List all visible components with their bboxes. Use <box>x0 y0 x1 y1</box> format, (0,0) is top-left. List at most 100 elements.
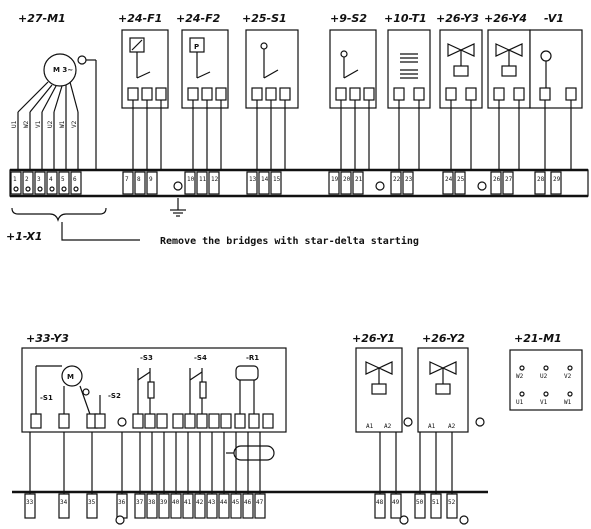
svg-text:A2: A2 <box>448 423 456 430</box>
terminal-number: 38 <box>148 499 156 506</box>
unit-terminal-cell <box>208 413 220 429</box>
svg-text:V2: V2 <box>564 373 572 380</box>
terminal-cell <box>430 493 442 519</box>
valve-26-y1: +26-Y1 A1 A2 <box>352 332 403 433</box>
unit-terminal-cell <box>184 413 196 429</box>
terminal-cell <box>442 171 454 195</box>
terminal-cell <box>208 171 220 195</box>
terminal-number: 43 <box>208 499 216 506</box>
device-26-y3: +26-Y3 <box>436 12 483 170</box>
terminal-number: 33 <box>26 499 34 506</box>
terminal-number: 22 <box>393 176 401 183</box>
svg-text:V1: V1 <box>35 120 42 128</box>
svg-text:U1: U1 <box>516 399 524 406</box>
terminal-cell <box>170 493 182 519</box>
unit-terminal-cell <box>262 413 274 429</box>
motor-label: +27-M1 <box>18 12 66 25</box>
motor-symbol: M 3~ <box>43 53 97 170</box>
terminal-cell <box>270 171 282 195</box>
strip-ground-icon <box>375 181 385 191</box>
svg-text:V2: V2 <box>71 120 78 128</box>
terminal-cell <box>58 171 70 195</box>
label-s1: -S1 <box>40 394 53 402</box>
terminal-cell <box>242 493 254 519</box>
terminal-number: 39 <box>160 499 168 506</box>
terminal-cell <box>182 493 194 519</box>
svg-text:+24-F1: +24-F1 <box>118 12 162 25</box>
terminal-number: 52 <box>448 499 456 506</box>
valve-y1-ground-icon <box>403 417 413 427</box>
terminal-cell <box>550 171 562 195</box>
terminal-number: 13 <box>249 176 257 183</box>
terminal-cell <box>34 171 46 195</box>
svg-text:+25-S1: +25-S1 <box>242 12 287 25</box>
unit-terminal-cell <box>132 413 144 429</box>
unit-terminal-cell <box>220 413 232 429</box>
terminal-number: 41 <box>184 499 192 506</box>
svg-text:+26-Y3: +26-Y3 <box>436 12 479 25</box>
terminal-number: 42 <box>196 499 204 506</box>
svg-text:W2: W2 <box>23 120 30 128</box>
terminal-cell <box>10 171 22 195</box>
device-26-y4: +26-Y4 <box>484 12 531 170</box>
terminal-number: 5 <box>61 176 65 183</box>
strip-ground-icon <box>173 181 183 191</box>
terminal-number: 1 <box>13 176 17 183</box>
svg-text:+21-M1: +21-M1 <box>514 332 562 345</box>
terminal-cell <box>146 171 158 195</box>
terminal-cell <box>352 171 364 195</box>
terminal-cell <box>158 493 170 519</box>
svg-text:-S4: -S4 <box>194 354 207 362</box>
svg-text:-S3: -S3 <box>140 354 153 362</box>
terminal-cell <box>134 493 146 519</box>
bridge-dot <box>73 186 79 192</box>
terminal-number: 23 <box>405 176 413 183</box>
unit-terminal-cell <box>58 413 70 429</box>
terminal-number: 12 <box>211 176 219 183</box>
terminal-number: 45 <box>232 499 240 506</box>
unit-terminal-cell <box>156 413 168 429</box>
device-10-t1: +10-T1 <box>384 12 431 170</box>
resistor-r1: -R1 <box>226 354 275 461</box>
terminal-cell <box>328 171 340 195</box>
terminal-cell <box>194 493 206 519</box>
svg-text:+26-Y1: +26-Y1 <box>352 332 395 345</box>
svg-text:V1: V1 <box>540 399 548 406</box>
strip-label: +1-X1 <box>6 230 42 243</box>
device-v1: -V1 <box>529 12 583 170</box>
terminal-cell <box>454 171 466 195</box>
terminal-cell <box>502 171 514 195</box>
terminal-number: 4 <box>49 176 53 183</box>
bridge-dot <box>37 186 43 192</box>
terminal-number: 6 <box>73 176 77 183</box>
terminal-number: 36 <box>118 499 126 506</box>
terminal-number: 51 <box>432 499 440 506</box>
bridge-note: Remove the bridges with star-delta start… <box>160 235 419 247</box>
terminal-cell <box>196 171 208 195</box>
ground-symbol <box>170 198 186 217</box>
terminal-cell <box>206 493 218 519</box>
svg-text:W1: W1 <box>59 120 66 128</box>
unit-terminal-cell <box>30 413 42 429</box>
label-s2: -S2 <box>108 392 121 400</box>
svg-text:+26-Y2: +26-Y2 <box>422 332 465 345</box>
note-leader <box>61 222 140 241</box>
unit-label: +33-Y3 <box>26 332 69 345</box>
terminal-number: 24 <box>445 176 453 183</box>
motor-wires <box>17 81 79 170</box>
terminal-cell <box>122 171 134 195</box>
terminal-number: 26 <box>493 176 501 183</box>
valve-y2-ground-icon <box>475 417 485 427</box>
terminal-number: 49 <box>392 499 400 506</box>
terminal-number: 14 <box>261 176 269 183</box>
svg-text:+24-F2: +24-F2 <box>176 12 221 25</box>
unit-terminal-cell <box>196 413 208 429</box>
switch-s4: -S4 <box>189 354 207 420</box>
svg-text:A2: A2 <box>384 423 392 430</box>
switch-s3: -S3 <box>137 354 155 420</box>
bridge-brace <box>11 207 107 222</box>
motor-wire-labels: U1 W2 V1 U2 W1 V2 <box>11 120 78 128</box>
terminal-number: 7 <box>125 176 129 183</box>
strip-ground-icon <box>477 181 487 191</box>
